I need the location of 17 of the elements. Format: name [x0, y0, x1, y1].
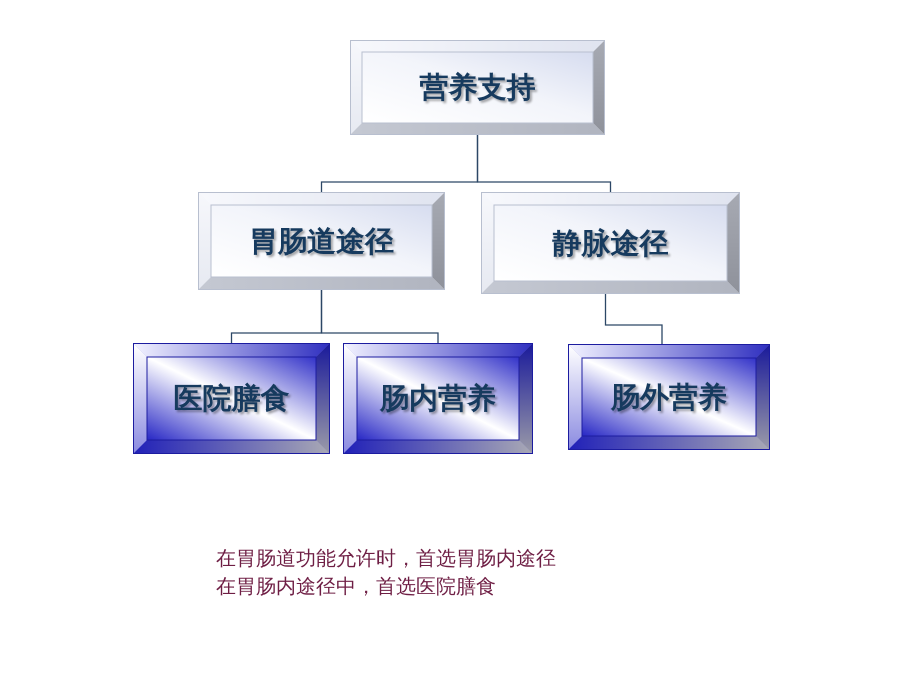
bevel-box: [133, 343, 330, 454]
note-text: 在胃肠道功能允许时，首选胃肠内途径: [216, 545, 556, 572]
bevel-box: [198, 192, 445, 290]
box-label: 静脉途径: [552, 224, 668, 262]
bevel-box: [481, 192, 740, 294]
bevel-box: [568, 344, 770, 450]
box-label: 肠外营养: [611, 378, 727, 416]
box-label: 肠内营养: [380, 380, 496, 417]
box-label: 胃肠道途径: [249, 222, 394, 260]
box-label: 营养支持: [420, 69, 536, 106]
bevel-box: [343, 343, 533, 454]
connector-line: [320, 290, 439, 343]
note-text: 在胃肠内途径中，首选医院膳食: [216, 573, 497, 600]
connector-line: [604, 294, 663, 344]
bevel-box: [350, 40, 605, 135]
connector-line: [476, 135, 612, 192]
box-label: 医院膳食: [174, 380, 290, 417]
